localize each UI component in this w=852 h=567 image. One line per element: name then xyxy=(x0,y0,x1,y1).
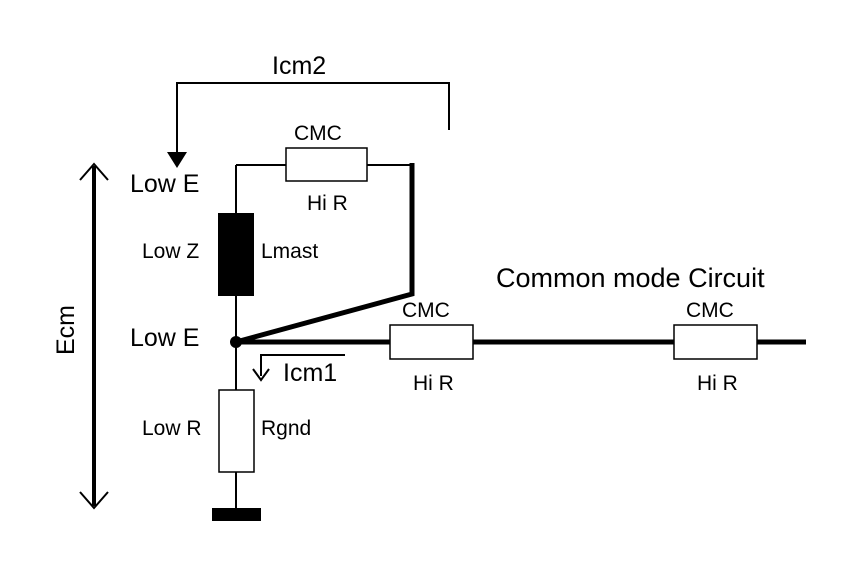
icm2-arrowhead-icon xyxy=(167,152,187,168)
low-e-mid-label: Low E xyxy=(130,324,199,352)
ground-branch xyxy=(212,342,261,521)
cmc-top-name: CMC xyxy=(294,122,342,145)
cmc-mid-resistor xyxy=(389,324,474,360)
rgnd-label: Rgnd xyxy=(261,417,311,440)
icm1-current-path xyxy=(252,354,345,382)
cmc-right-value: Hi R xyxy=(697,372,738,395)
lmast-label: Lmast xyxy=(261,240,318,263)
low-z-label: Low Z xyxy=(142,240,199,263)
icm1-label: Icm1 xyxy=(283,359,337,387)
ecm-voltage-arrow xyxy=(79,162,109,510)
common-mode-line xyxy=(230,324,806,360)
icm1-arrowhead-icon xyxy=(252,368,270,382)
mast-branch xyxy=(218,147,415,345)
common-mode-circuit-title: Common mode Circuit xyxy=(496,263,765,293)
lmast-inductor xyxy=(218,213,254,296)
cmc-mid-name: CMC xyxy=(402,299,450,322)
ecm-arrowhead-top-icon xyxy=(79,162,109,181)
cmc-right-name: CMC xyxy=(686,299,734,322)
ecm-arrowhead-bottom-icon xyxy=(79,491,109,510)
rgnd-resistor xyxy=(218,389,255,473)
ecm-label: Ecm xyxy=(52,305,80,355)
ground-icon xyxy=(212,508,261,521)
icm2-label: Icm2 xyxy=(272,52,326,80)
cmc-right-resistor xyxy=(673,324,758,360)
cmc-top-resistor xyxy=(285,147,368,182)
low-r-label: Low R xyxy=(142,417,202,440)
cmc-top-value: Hi R xyxy=(307,192,348,215)
cmc-mid-value: Hi R xyxy=(413,372,454,395)
low-e-top-label: Low E xyxy=(130,170,199,198)
icm2-current-path xyxy=(167,82,450,168)
